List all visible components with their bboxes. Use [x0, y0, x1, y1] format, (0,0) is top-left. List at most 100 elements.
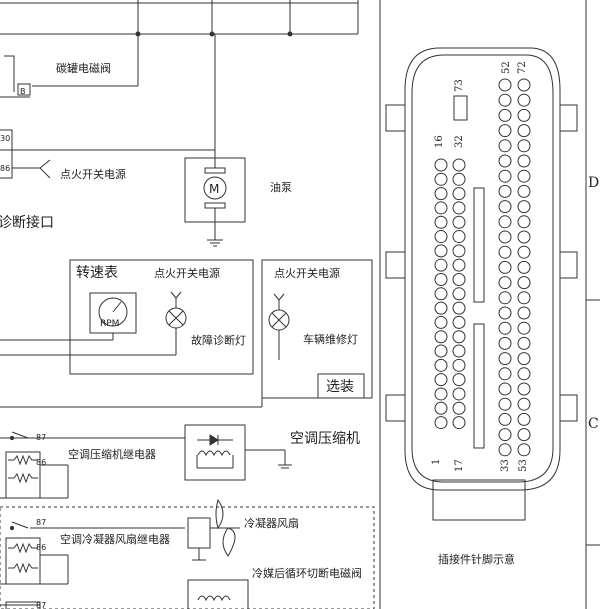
cutoff-valve-label: 冷媒后循环切断电磁阀 — [252, 566, 362, 580]
relay-pin-86: 86 — [0, 164, 10, 173]
connector-pin — [498, 443, 512, 457]
connector-pin — [517, 382, 531, 396]
connector-pin — [517, 336, 531, 350]
fuel-pump-label: 油泵 — [270, 180, 292, 194]
canister-valve-label: 碳罐电磁阀 — [56, 61, 111, 75]
pin-number-53: 53 — [518, 459, 529, 472]
connector-pin — [498, 291, 512, 305]
connector-pin — [452, 158, 466, 172]
connector-pin — [452, 201, 466, 215]
connector-pin — [517, 397, 531, 411]
optional-label: 选装 — [326, 379, 354, 395]
connector-pin — [434, 344, 448, 358]
connector-pin — [434, 315, 448, 329]
connector-pin — [498, 352, 512, 366]
connector-pin — [517, 200, 531, 214]
connector-pin — [498, 321, 512, 335]
connector-pin — [517, 154, 531, 168]
pin-number-16: 16 — [434, 135, 445, 148]
diagnostic-port-label: 诊断接口 — [0, 214, 54, 231]
connector-pin — [517, 321, 531, 335]
connector-pin — [498, 306, 512, 320]
ac-compressor-label: 空调压缩机 — [290, 431, 360, 447]
connector-pin — [517, 78, 531, 92]
connector-pin — [434, 301, 448, 315]
connector-pin — [498, 169, 512, 183]
motor-symbol: M — [209, 182, 219, 196]
fan-relay-label: 空调冷凝器风扇继电器 — [60, 532, 170, 546]
connector-pin — [498, 245, 512, 259]
connector-pin — [498, 397, 512, 411]
connector-pin — [498, 184, 512, 198]
connector-pin — [517, 139, 531, 153]
pin-number-72: 72 — [517, 61, 528, 74]
connector-pin — [452, 230, 466, 244]
connector-pin — [434, 416, 448, 430]
connector-pin — [498, 124, 512, 138]
connector-pin — [434, 373, 448, 387]
connector-pin — [498, 93, 512, 107]
connector-pin — [452, 172, 466, 186]
ignition-power-label-3: 点火开关电源 — [274, 266, 340, 280]
connector-pin — [452, 330, 466, 344]
connector-pin — [517, 412, 531, 426]
pin-number-33: 33 — [500, 459, 511, 472]
canister-pin-label: B — [20, 87, 26, 96]
connector-pin — [434, 187, 448, 201]
connector-pin-grid — [434, 78, 531, 457]
connector-pin — [498, 260, 512, 274]
connector-pin — [517, 108, 531, 122]
connector-pin — [434, 387, 448, 401]
ignition-power-label-1: 点火开关电源 — [60, 167, 126, 181]
connector-pin — [452, 244, 466, 258]
connector-pin — [452, 287, 466, 301]
connector-pin — [452, 215, 466, 229]
connector-pin — [517, 443, 531, 457]
connector-pin — [452, 344, 466, 358]
relay-pin-86-b: 86 — [36, 543, 46, 552]
connector-pin — [498, 276, 512, 290]
connector-pin — [517, 260, 531, 274]
connector-caption: 插接件针脚示意 — [438, 552, 515, 566]
connector-pin — [498, 108, 512, 122]
connector-pin — [517, 184, 531, 198]
connector-pin — [517, 230, 531, 244]
grid-letter-d: D — [588, 175, 599, 191]
connector-pin — [452, 187, 466, 201]
connector-pin — [434, 401, 448, 415]
pin-number-17: 17 — [454, 459, 465, 472]
connector-pin — [434, 244, 448, 258]
pin-number-73: 73 — [454, 79, 465, 92]
condenser-fan-label: 冷凝器风扇 — [244, 516, 299, 530]
connector-pin — [434, 201, 448, 215]
connector-pin — [452, 373, 466, 387]
connector-pin — [517, 169, 531, 183]
relay-pin-86-a: 86 — [36, 458, 46, 467]
connector-pin — [498, 78, 512, 92]
relay-pin-87-a: 87 — [36, 433, 46, 442]
connector-pin — [452, 387, 466, 401]
connector-pin — [434, 330, 448, 344]
connector-pin — [517, 245, 531, 259]
rpm-label: RPM — [100, 319, 119, 329]
connector-pin — [517, 428, 531, 442]
connector-pin — [452, 315, 466, 329]
connector-pin — [517, 93, 531, 107]
connector-pin — [434, 258, 448, 272]
connector-pin — [498, 215, 512, 229]
connector-pin — [517, 352, 531, 366]
connector-pin — [434, 230, 448, 244]
connector-pin — [498, 428, 512, 442]
connector-pin — [517, 215, 531, 229]
relay-pin-87-b: 87 — [36, 518, 46, 527]
connector-pin — [517, 367, 531, 381]
relay-pin-87-c: 87 — [36, 601, 46, 609]
connector-pin — [517, 291, 531, 305]
connector-pin — [434, 358, 448, 372]
connector-pin — [434, 172, 448, 186]
connector-pin — [452, 258, 466, 272]
pin-number-52: 52 — [501, 61, 512, 74]
connector-pin — [452, 401, 466, 415]
relay-pin-30: 30 — [0, 134, 10, 143]
